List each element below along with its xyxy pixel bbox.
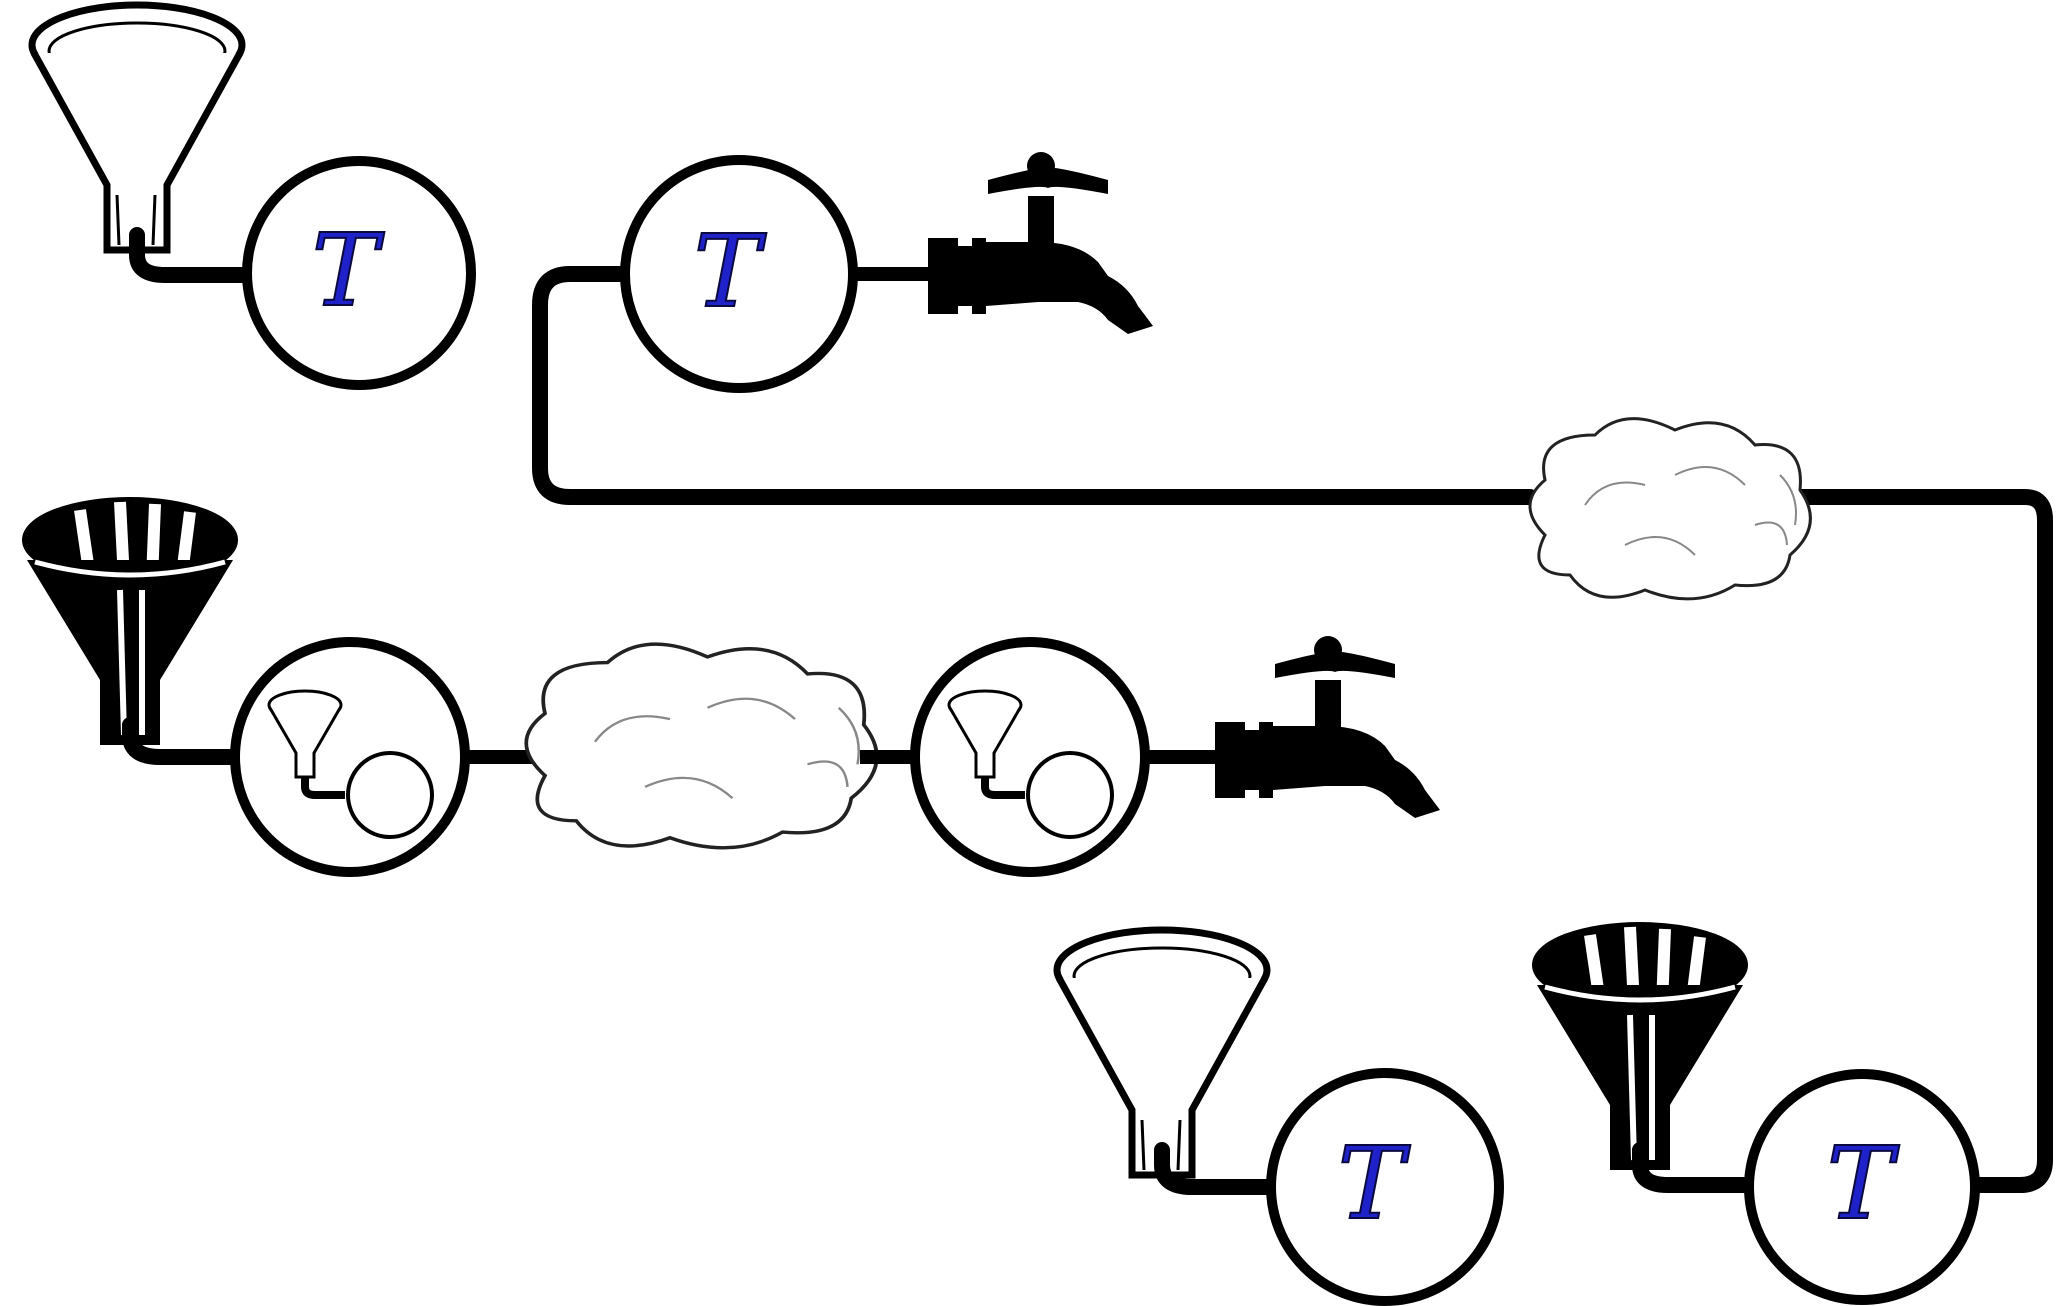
funnel-icon xyxy=(1057,930,1267,1175)
funnel-icon xyxy=(32,5,242,250)
funnel-striped-icon xyxy=(1535,925,1745,1170)
faucet-icon xyxy=(928,152,1153,334)
stream-node xyxy=(242,156,476,390)
stream-node xyxy=(1266,1068,1504,1306)
bottom-right-chain: T xyxy=(1535,925,1980,1305)
type-label: T xyxy=(1827,1125,1900,1242)
bottom-left-chain: T xyxy=(1057,930,1504,1306)
stream-node xyxy=(230,637,470,877)
stream-node xyxy=(1744,1069,1980,1305)
top-left-chain: T xyxy=(32,5,476,390)
faucet-icon xyxy=(1215,636,1440,818)
type-label: T xyxy=(1338,1125,1411,1242)
top-middle-chain: T xyxy=(532,152,2053,1193)
stream-node xyxy=(910,637,1150,877)
type-label: T xyxy=(694,213,767,330)
type-label: T xyxy=(312,212,385,329)
cloud-icon xyxy=(524,642,879,850)
funnel-striped-icon xyxy=(25,500,235,745)
cloud-icon xyxy=(1528,417,1812,601)
middle-chain xyxy=(25,500,1440,877)
